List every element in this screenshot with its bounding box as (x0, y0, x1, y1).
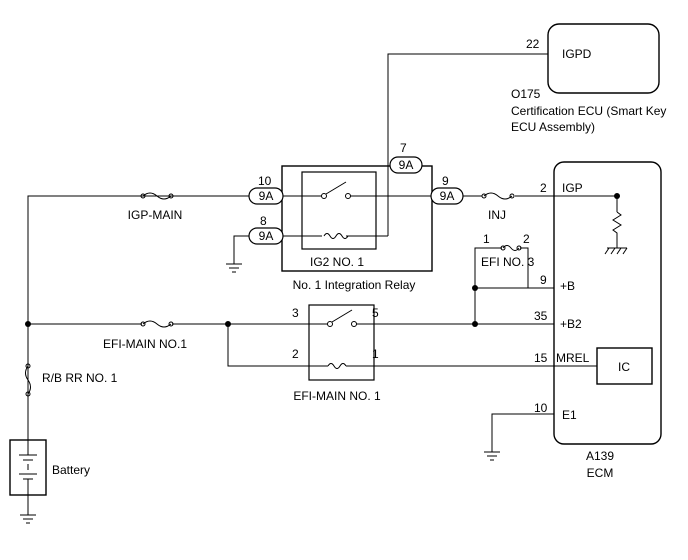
fuse-efi-main-end-r (168, 321, 174, 327)
efi-coil (327, 363, 347, 369)
ic-label: IC (618, 360, 630, 374)
fuse-rb-rr (25, 365, 31, 395)
efi-main-relay-name: EFI-MAIN NO. 1 (293, 389, 381, 403)
wire-igpd (387, 53, 548, 236)
ecm-resistor (612, 211, 622, 248)
connector-9a-pin8: 9A (248, 227, 284, 245)
fuse-igp-main-end-l (140, 193, 146, 199)
efi-no3-pin2: 2 (523, 232, 530, 246)
fuse-igp-main-end-r (168, 193, 174, 199)
ecm-box (553, 161, 662, 445)
ecm-term-plusb: +B (560, 279, 575, 293)
pin-8: 8 (260, 214, 267, 228)
fuse-efi-no3 (502, 245, 520, 251)
rb-rr-label: R/B RR NO. 1 (42, 371, 118, 385)
fuse-inj (483, 192, 513, 200)
connector-9a-pin9: 9A (430, 187, 464, 205)
wire-efi-no3-out (520, 247, 529, 288)
cert-ecu-code: O175 (511, 87, 541, 101)
ecm-name: ECM (587, 466, 614, 480)
efi-main-relay-box (308, 304, 375, 381)
svg-text:9A: 9A (399, 158, 414, 172)
efi-pin-2: 2 (292, 347, 299, 361)
ecm-pin-9: 9 (540, 273, 547, 287)
battery-label: Battery (52, 463, 90, 477)
certification-ecu-box (547, 23, 660, 94)
fuse-igp-main (142, 192, 172, 200)
fuse-efi-main-end-l (140, 321, 146, 327)
ecm-pin-15: 15 (534, 351, 548, 365)
svg-text:9A: 9A (259, 189, 274, 203)
efi-no3-pin1: 1 (483, 232, 490, 246)
ecm-ground-hatch-2 (610, 247, 616, 255)
terminal-igpd: IGPD (562, 47, 592, 61)
ecm-code: A139 (586, 449, 614, 463)
wire-efi-coil (227, 324, 328, 367)
ig2-switch-contact-b (345, 193, 351, 199)
fuse-inj-end-r (509, 193, 515, 199)
pin-10: 10 (258, 174, 272, 188)
efi-switch-contact-b (351, 321, 357, 327)
fuse-rb-rr-end-b (25, 391, 31, 397)
ecm-term-mrel: MREL (556, 351, 590, 365)
ecm-term-plusb2: +B2 (560, 317, 582, 331)
ecm-pin-35: 35 (534, 309, 548, 323)
junction-plusb2 (472, 321, 478, 327)
inj-label: INJ (488, 208, 506, 222)
pin-7: 7 (400, 141, 407, 155)
ig2-coil (323, 233, 349, 239)
ecm-pin-10: 10 (534, 401, 548, 415)
ecm-term-igp: IGP (562, 181, 583, 195)
ig2-relay-name: IG2 NO. 1 (310, 255, 364, 269)
wire-e1 (491, 413, 554, 452)
efi-pin-5: 5 (372, 306, 379, 320)
fuse-efi-no3-end-r (516, 245, 522, 251)
pin-22: 22 (526, 37, 540, 51)
wire-efi-no3 (474, 247, 502, 324)
fuse-efi-no3-end-l (500, 245, 506, 251)
connector-9a-pin10: 9A (248, 187, 284, 205)
ground-8-wire (233, 235, 249, 264)
wire-igp-main (27, 195, 249, 406)
pin-9-relay: 9 (442, 174, 449, 188)
fuse-rb-rr-end-t (25, 363, 31, 369)
ecm-ground-hatch-1 (604, 247, 610, 255)
ic-box (596, 347, 653, 385)
integration-relay-name: No. 1 Integration Relay (293, 278, 416, 292)
efi-switch-contact-a (327, 321, 333, 327)
efi-main-fuse-label: EFI-MAIN NO.1 (103, 337, 187, 351)
junction-efi-coil (225, 321, 231, 327)
cert-ecu-name-2: ECU Assembly) (511, 120, 595, 134)
ecm-ground-hatch-3 (616, 247, 622, 255)
connector-9a-pin7: 9A (389, 156, 423, 174)
svg-text:9A: 9A (440, 189, 455, 203)
ig2-switch-contact-a (321, 193, 327, 199)
ig2-relay-inner-box (301, 171, 377, 250)
fuse-inj-end-l (481, 193, 487, 199)
junction-igp (614, 193, 620, 199)
ecm-ground-hatch-4 (622, 247, 628, 255)
efi-pin-3: 3 (292, 306, 299, 320)
junction-plusb (472, 285, 478, 291)
ecm-term-e1: E1 (562, 408, 577, 422)
ig2-switch-blade (325, 181, 347, 195)
efi-pin-1: 1 (372, 347, 379, 361)
cert-ecu-name-1: Certification ECU (Smart Key (511, 104, 666, 118)
svg-text:9A: 9A (259, 229, 274, 243)
efi-no3-label: EFI NO. 3 (481, 255, 535, 269)
fuse-efi-main (142, 320, 172, 328)
efi-switch-blade (331, 309, 353, 323)
igp-main-label: IGP-MAIN (128, 208, 183, 222)
junction-efi-main (25, 321, 31, 327)
ecm-pin-2: 2 (540, 181, 547, 195)
